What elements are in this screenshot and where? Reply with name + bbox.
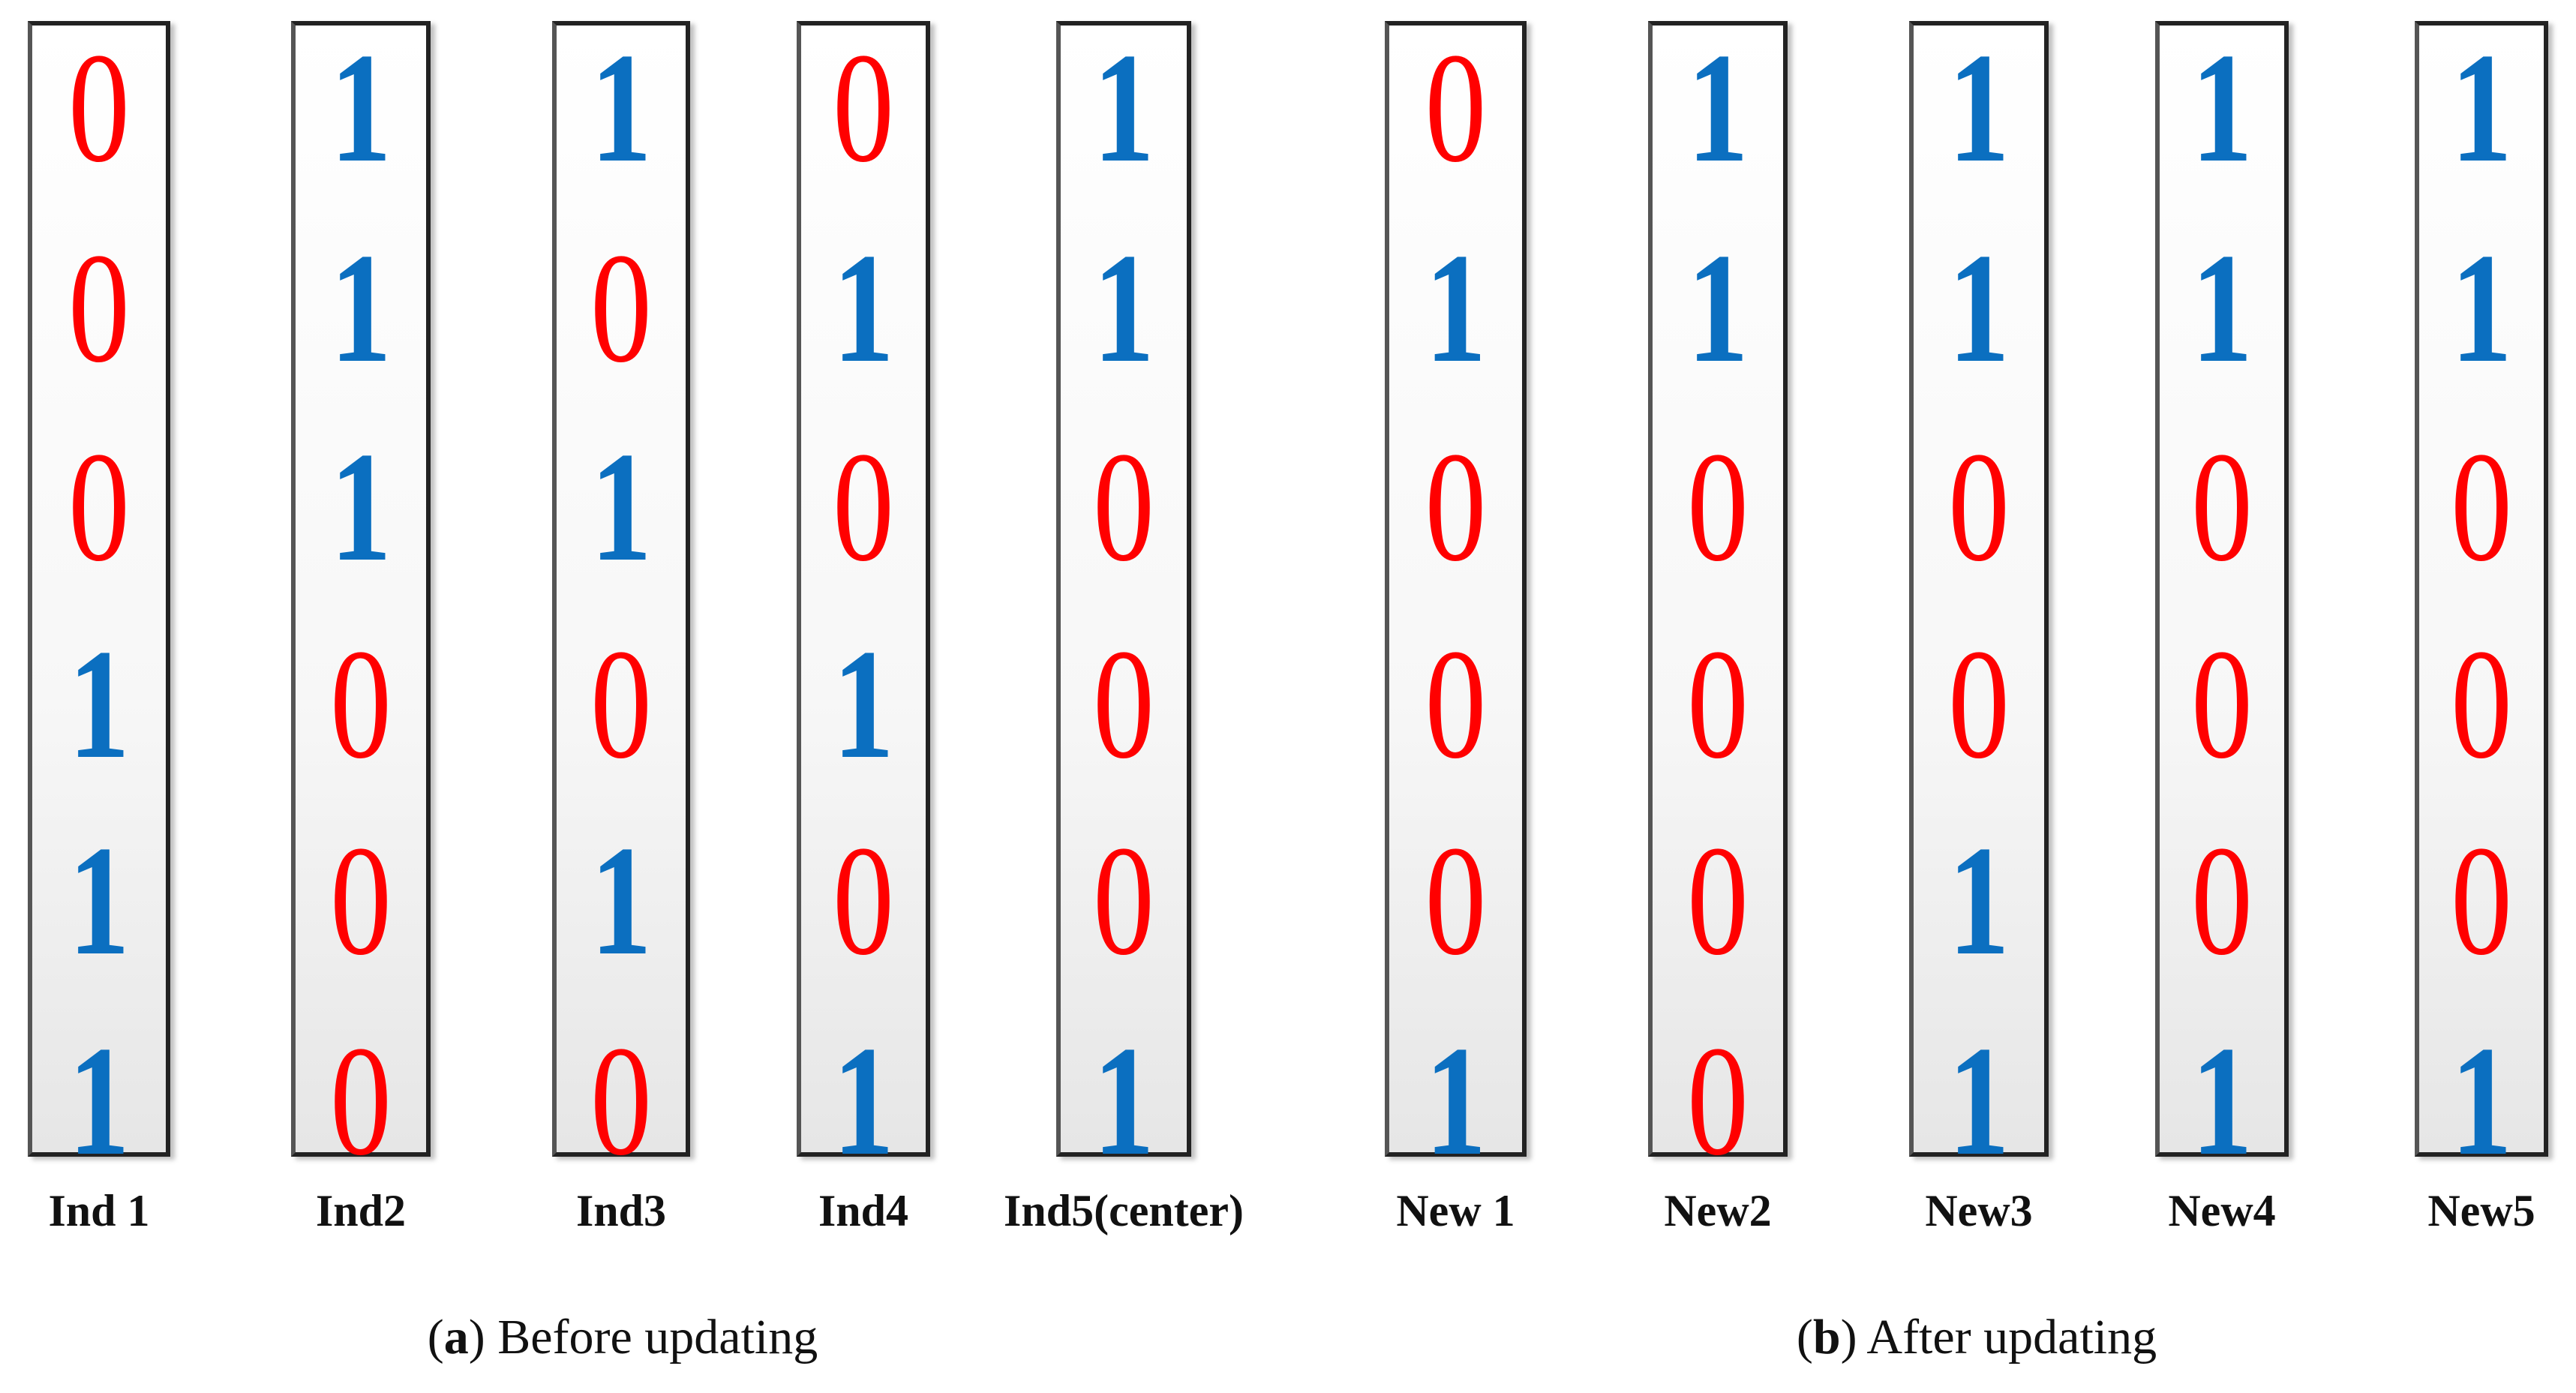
bit-0: 0: [1687, 1014, 1749, 1188]
bit-1: 1: [1093, 221, 1154, 395]
column-label: New3: [1925, 1186, 2033, 1235]
bit-1: 1: [590, 814, 652, 988]
bit-0: 0: [330, 1014, 392, 1188]
bit-0: 0: [1948, 420, 2010, 594]
bit-1: 1: [833, 1014, 894, 1188]
bit-0: 0: [1687, 617, 1749, 791]
column-label: Ind3: [575, 1186, 667, 1235]
bit-1: 1: [330, 21, 392, 195]
bit-0: 0: [833, 21, 894, 195]
bit-0: 0: [1093, 814, 1154, 988]
bit-1: 1: [833, 617, 894, 791]
bit-1: 1: [1948, 21, 2010, 195]
bit-1: 1: [1425, 1014, 1487, 1188]
caption-a-letter: a: [443, 1310, 469, 1364]
caption-a: (a) Before updating: [427, 1310, 818, 1364]
caption-b-text: After updating: [1866, 1310, 2157, 1364]
bit-1: 1: [1687, 21, 1749, 195]
bit-0: 0: [590, 617, 652, 791]
bit-0: 0: [68, 21, 130, 195]
bit-1: 1: [1948, 1014, 2010, 1188]
bit-0: 0: [330, 814, 392, 988]
bit-1: 1: [590, 420, 652, 594]
bit-0: 0: [1093, 420, 1154, 594]
column-label: Ind4: [818, 1186, 909, 1235]
bit-0: 0: [1425, 814, 1487, 988]
bit-1: 1: [1948, 814, 2010, 988]
bit-0: 0: [2451, 814, 2512, 988]
column-label: New5: [2427, 1186, 2535, 1235]
bit-1: 1: [590, 21, 652, 195]
caption-b-letter: b: [1812, 1310, 1841, 1364]
bit-0: 0: [833, 814, 894, 988]
bit-0: 0: [68, 221, 130, 395]
bit-1: 1: [68, 617, 130, 791]
bit-0: 0: [2451, 617, 2512, 791]
bit-0: 0: [1425, 420, 1487, 594]
bit-0: 0: [1425, 21, 1487, 195]
bit-1: 1: [68, 814, 130, 988]
bit-0: 0: [330, 617, 392, 791]
bit-1: 1: [330, 420, 392, 594]
bit-1: 1: [330, 221, 392, 395]
column-label: New 1: [1396, 1186, 1515, 1235]
bit-1: 1: [1425, 221, 1487, 395]
column-label: Ind5(center): [1004, 1186, 1244, 1235]
bit-1: 1: [2191, 221, 2253, 395]
bit-1: 1: [1093, 1014, 1154, 1188]
bit-0: 0: [2191, 617, 2253, 791]
bit-0: 0: [68, 420, 130, 594]
bit-1: 1: [1093, 21, 1154, 195]
bit-0: 0: [2451, 420, 2512, 594]
bit-0: 0: [1687, 814, 1749, 988]
caption-b: (b) After updating: [1796, 1310, 2157, 1364]
bit-1: 1: [2451, 221, 2512, 395]
bit-0: 0: [1093, 617, 1154, 791]
bit-1: 1: [2451, 21, 2512, 195]
bit-0: 0: [2191, 420, 2253, 594]
column-label: Ind 1: [48, 1186, 150, 1235]
bit-1: 1: [1687, 221, 1749, 395]
bit-0: 0: [833, 420, 894, 594]
bit-0: 0: [590, 1014, 652, 1188]
column-label: Ind2: [315, 1186, 407, 1235]
bit-1: 1: [2451, 1014, 2512, 1188]
bit-0: 0: [1425, 617, 1487, 791]
bit-1: 1: [68, 1014, 130, 1188]
bit-0: 0: [1948, 617, 2010, 791]
bit-0: 0: [2191, 814, 2253, 988]
column-label: New4: [2168, 1186, 2276, 1235]
bit-0: 0: [590, 221, 652, 395]
bit-1: 1: [1948, 221, 2010, 395]
bit-0: 0: [1687, 420, 1749, 594]
column-label: New2: [1664, 1186, 1772, 1235]
bit-1: 1: [2191, 21, 2253, 195]
bit-1: 1: [833, 221, 894, 395]
bit-1: 1: [2191, 1014, 2253, 1188]
caption-a-text: Before updating: [497, 1310, 818, 1364]
